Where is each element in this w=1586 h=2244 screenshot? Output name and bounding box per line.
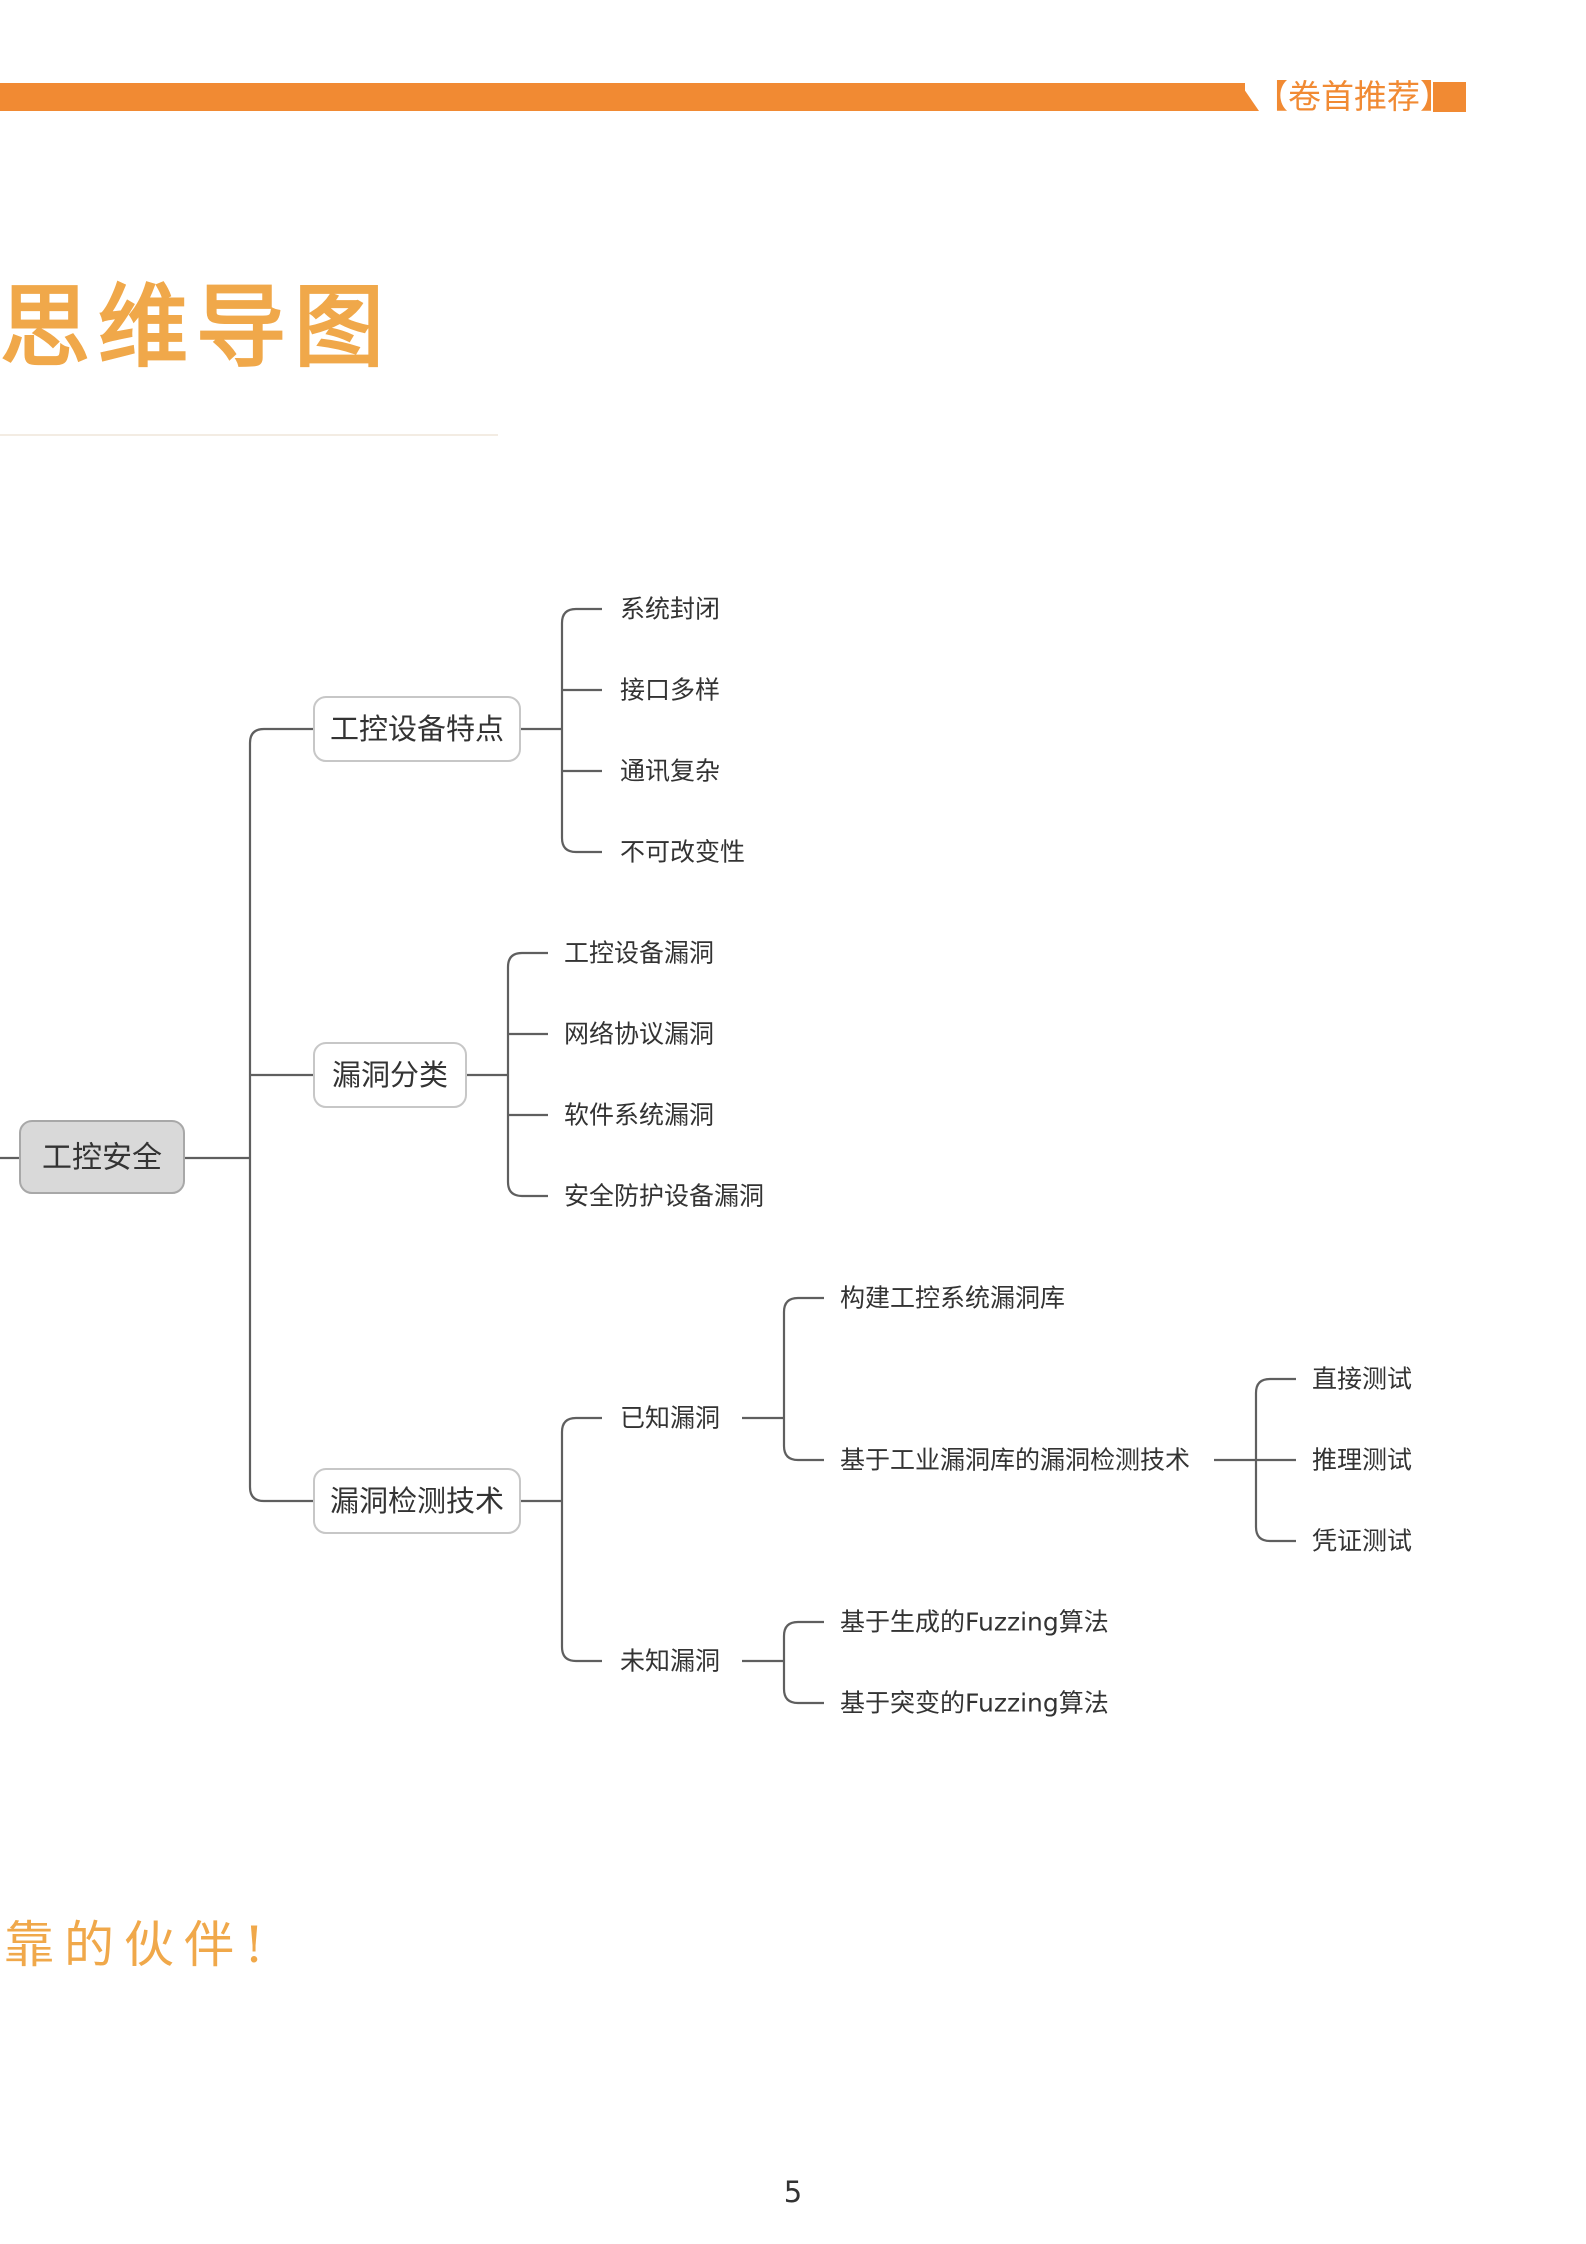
leaf-item: 凭证测试 (1312, 1527, 1412, 1556)
connector-line (560, 1416, 602, 1501)
leaf-item: 不可改变性 (620, 838, 745, 867)
leaf-item: 基于生成的Fuzzing算法 (840, 1608, 1109, 1637)
connector-line (560, 1501, 602, 1663)
root-node-box (19, 1120, 185, 1194)
sub-branch-known-vuln: 已知漏洞 (620, 1404, 720, 1433)
connector-line (560, 729, 602, 854)
connector-line (506, 951, 548, 1075)
header-accent-bar (0, 83, 1245, 111)
root-node-label: 工控安全 (42, 1141, 162, 1176)
header-accent-square (1433, 82, 1466, 112)
connector-line (1254, 1377, 1296, 1460)
leaf-item: 构建工控系统漏洞库 (840, 1284, 1065, 1313)
connector-line (782, 1418, 824, 1462)
branch-node-box (313, 1042, 467, 1108)
connector-line (1254, 1460, 1296, 1543)
connector-line (782, 1296, 824, 1418)
branch-node-box (313, 696, 521, 762)
leaf-item: 通讯复杂 (620, 757, 720, 786)
leaf-item: 系统封闭 (620, 595, 720, 624)
connector-line (506, 1075, 548, 1198)
leaf-item: 安全防护设备漏洞 (564, 1182, 764, 1211)
branch-device-features: 工控设备特点 (330, 712, 504, 746)
leaf-item: 软件系统漏洞 (564, 1101, 714, 1130)
connector-line (248, 727, 314, 1158)
connector-line (248, 1158, 314, 1503)
branch-vuln-classification: 漏洞分类 (332, 1058, 448, 1092)
leaf-item: 直接测试 (1312, 1365, 1412, 1394)
slogan-text: 靠的伙伴! (4, 1916, 275, 1974)
section-label: 【卷首推荐】 (1255, 77, 1453, 116)
branch-node-box (313, 1468, 521, 1534)
leaf-item: 接口多样 (620, 676, 720, 705)
leaf-item: 网络协议漏洞 (564, 1020, 714, 1049)
connector-lines (0, 607, 1296, 1705)
connector-line (782, 1620, 824, 1661)
page-number: 5 (783, 2175, 803, 2209)
page-title: 思维导图 (0, 275, 392, 380)
connector-line (782, 1661, 824, 1705)
leaf-item: 基于突变的Fuzzing算法 (840, 1689, 1109, 1718)
leaf-item: 推理测试 (1312, 1446, 1412, 1475)
leaf-item: 工控设备漏洞 (564, 939, 714, 968)
branch-vuln-detection: 漏洞检测技术 (330, 1484, 504, 1518)
title-underline (0, 434, 498, 436)
connector-line (560, 607, 602, 729)
sub-branch-unknown-vuln: 未知漏洞 (620, 1647, 720, 1676)
leaf-item: 基于工业漏洞库的漏洞检测技术 (840, 1446, 1190, 1475)
